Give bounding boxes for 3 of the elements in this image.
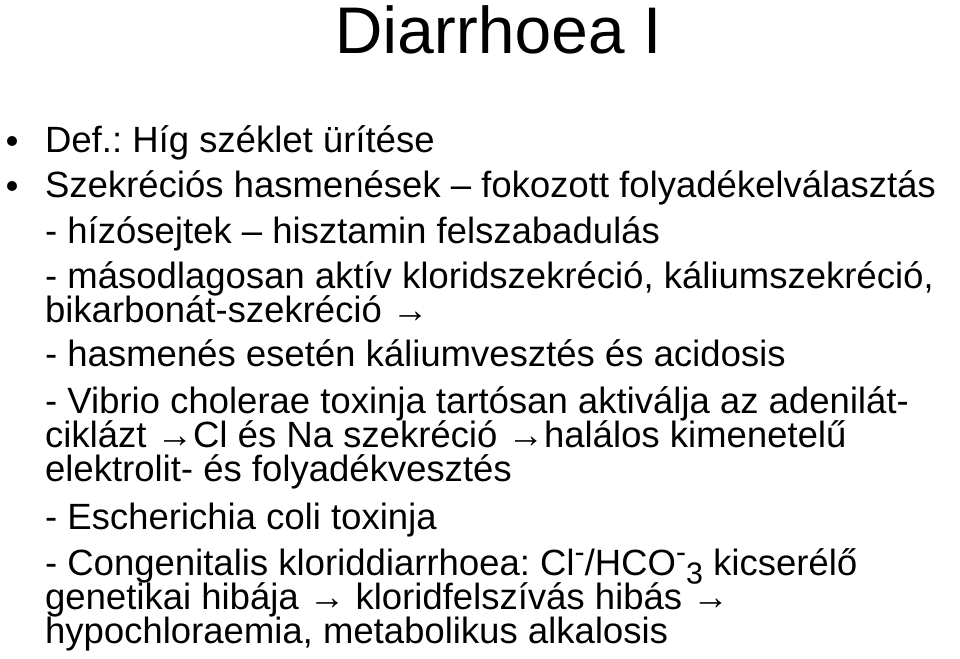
text-line: - másodlagosan aktív kloridszekréció, káliumszekréció, bikarbonát-szekréció → — [45, 259, 935, 327]
slide-title: Diarrhoea I — [334, 0, 662, 69]
text-line: - hasmenés esetén káliumvesztés és acidosis — [45, 337, 786, 371]
